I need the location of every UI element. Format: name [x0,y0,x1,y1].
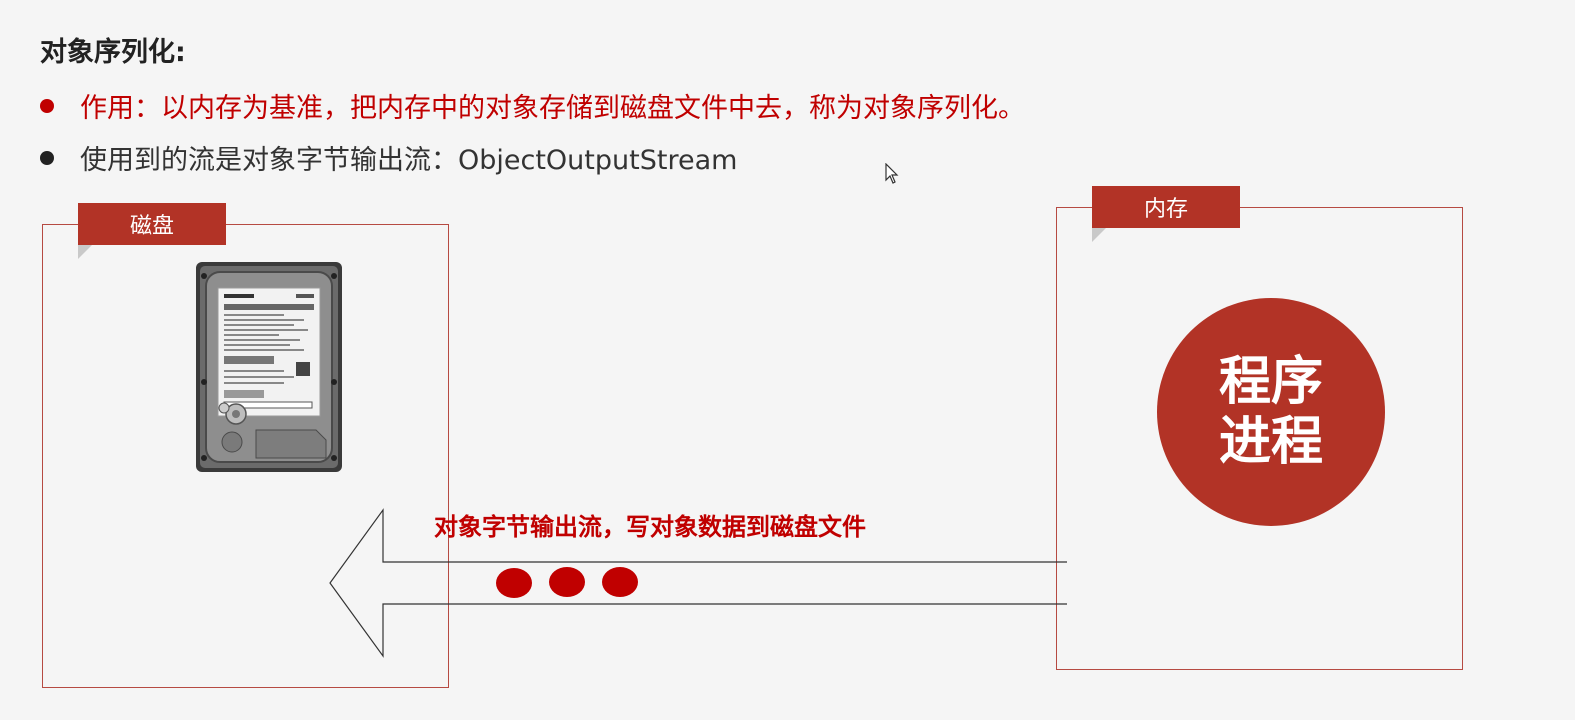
program-process-circle: 程序 进程 [1157,298,1385,526]
disk-container [42,224,449,688]
bullet-purpose-text: 作用：以内存为基准，把内存中的对象存储到磁盘文件中去，称为对象序列化。 [80,93,1025,124]
bullet-dot-icon [40,150,54,165]
bullet-stream: 使用到的流是对象字节输出流：ObjectOutputStream [40,138,737,177]
circle-line-2: 进程 [1218,412,1323,472]
mouse-cursor-icon [885,163,899,184]
object-dot-3 [602,567,638,597]
bullet-purpose: 作用：以内存为基准，把内存中的对象存储到磁盘文件中去，称为对象序列化。 [40,86,1025,125]
object-dot-2 [549,567,585,597]
slide-title: 对象序列化: [40,37,186,68]
hard-disk-drive-icon [196,262,342,472]
bullet-stream-text: 使用到的流是对象字节输出流：ObjectOutputStream [80,145,738,176]
circle-line-1: 程序 [1218,352,1323,412]
memory-container [1056,207,1463,670]
arrow-label: 对象字节输出流，写对象数据到磁盘文件 [434,513,866,541]
memory-tag: 内存 [1092,186,1240,228]
disk-tag: 磁盘 [78,203,226,245]
bullet-dot-icon [40,98,54,113]
object-dot-1 [496,568,532,598]
